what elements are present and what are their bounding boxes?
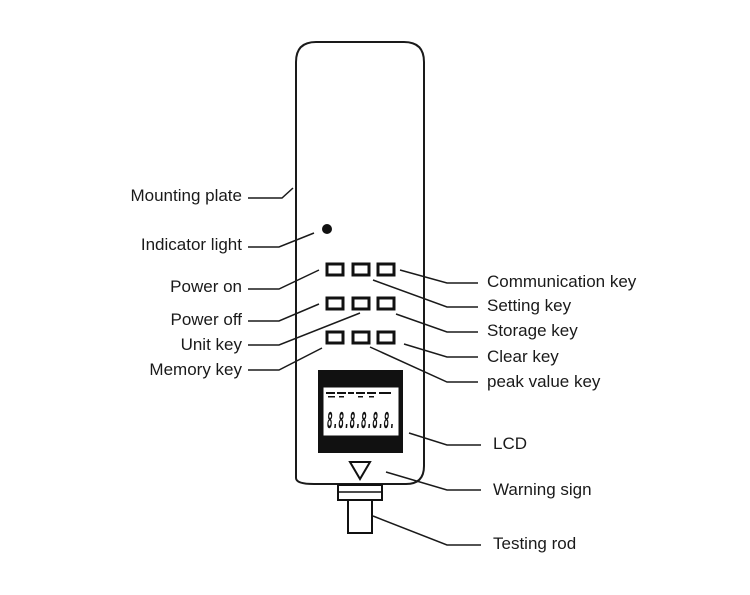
label-power-on: Power on — [170, 277, 242, 296]
label-setting-key: Setting key — [487, 296, 572, 315]
communication-key[interactable] — [376, 262, 396, 277]
storage-key[interactable] — [376, 296, 396, 311]
label-testing-rod: Testing rod — [493, 534, 577, 553]
setting-key[interactable] — [351, 262, 371, 277]
lcd-digits: 8.8.8.8.8.8. — [327, 409, 395, 434]
label-warning-sign: Warning sign — [493, 480, 592, 499]
leader-lines-right — [369, 269, 481, 546]
label-storage-key: Storage key — [487, 321, 578, 340]
testing-rod — [347, 499, 373, 534]
clear-key[interactable] — [351, 330, 371, 345]
peak-value-key[interactable] — [376, 330, 396, 345]
label-indicator-light: Indicator light — [140, 235, 242, 254]
indicator-light-dot — [322, 224, 332, 234]
warning-sign-icon — [348, 461, 372, 481]
power-on-key[interactable] — [325, 262, 345, 277]
label-peak-value-key: peak value key — [487, 372, 601, 391]
label-clear-key: Clear key — [487, 347, 559, 366]
memory-key[interactable] — [325, 330, 345, 345]
label-memory-key: Memory key — [149, 360, 242, 379]
power-off-key[interactable] — [325, 296, 345, 311]
unit-key[interactable] — [351, 296, 371, 311]
label-power-off: Power off — [170, 310, 242, 329]
label-communication-key: Communication key — [487, 272, 637, 291]
label-mounting-plate: Mounting plate — [130, 186, 242, 205]
label-lcd: LCD — [493, 434, 528, 453]
lcd-screen — [322, 386, 400, 437]
label-unit-key: Unit key — [180, 335, 242, 354]
lcd-status-segments — [326, 392, 391, 398]
key-row-2 — [325, 296, 396, 311]
key-row-1 — [325, 262, 396, 277]
leader-lines-left — [248, 187, 361, 371]
key-row-3 — [325, 330, 396, 345]
